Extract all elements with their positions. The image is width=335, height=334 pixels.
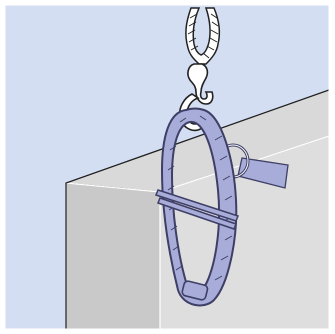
block-front-face <box>66 183 160 329</box>
